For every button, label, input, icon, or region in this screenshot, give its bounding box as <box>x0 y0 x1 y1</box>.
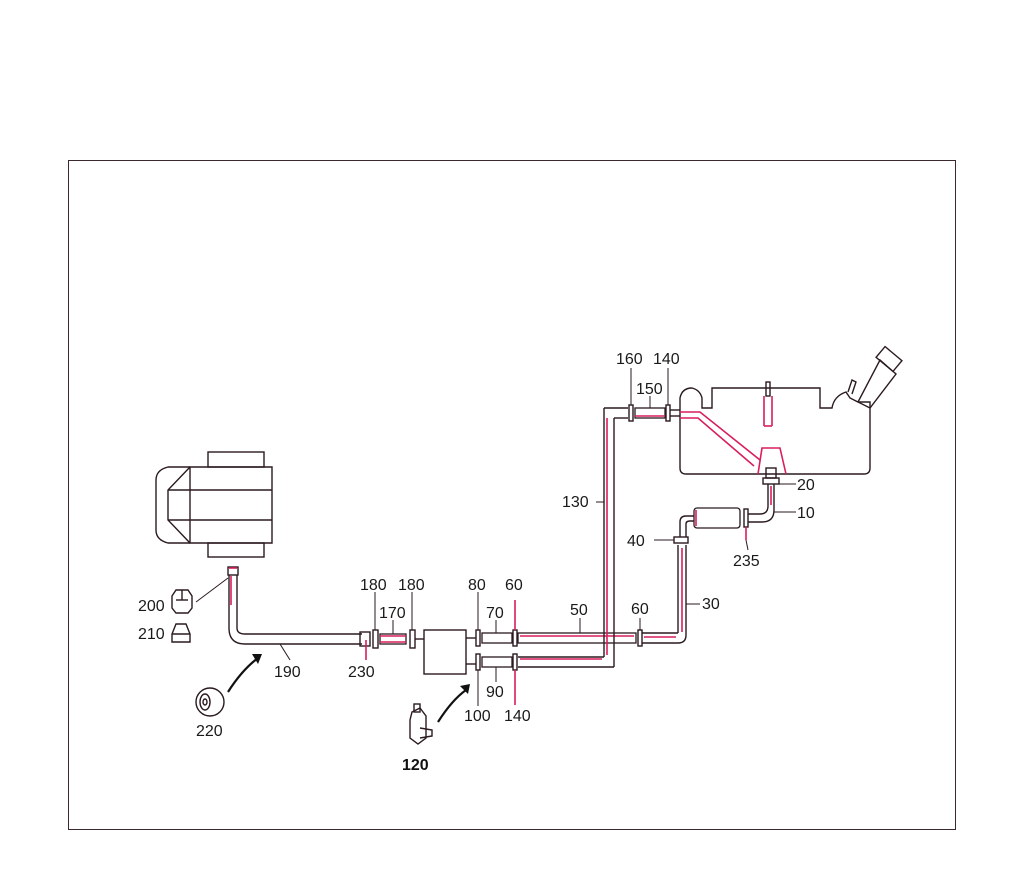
fitting-40 <box>673 515 694 544</box>
label-70: 70 <box>486 605 504 622</box>
leader-lines <box>195 368 796 706</box>
fuel-tank <box>679 345 903 485</box>
label-100: 100 <box>464 708 491 725</box>
ferrule-210 <box>171 623 191 643</box>
label-60-right: 60 <box>631 601 649 618</box>
diagram-frame <box>68 160 956 830</box>
hose-170 <box>372 629 424 649</box>
label-140-top: 140 <box>653 351 680 368</box>
label-30: 30 <box>702 596 720 613</box>
label-10: 10 <box>797 505 815 522</box>
label-190: 190 <box>274 664 301 681</box>
return-line <box>518 407 628 668</box>
nut-200 <box>171 589 193 614</box>
label-140-bottom: 140 <box>504 708 531 725</box>
label-170: 170 <box>379 605 406 622</box>
label-130: 130 <box>562 494 589 511</box>
heater-unit <box>155 451 273 558</box>
label-60-left: 60 <box>505 577 523 594</box>
hose-150 <box>628 404 680 422</box>
label-180-right: 180 <box>398 577 425 594</box>
arrow-to-190 <box>227 654 262 693</box>
hose-70 <box>475 600 518 647</box>
label-200: 200 <box>138 598 165 615</box>
connector-230 <box>359 631 371 660</box>
label-160: 160 <box>616 351 643 368</box>
center-unit <box>423 629 476 675</box>
label-180-left: 180 <box>360 577 387 594</box>
arrow-to-100 <box>437 684 470 723</box>
pipe-50 <box>517 632 637 644</box>
label-150: 150 <box>636 381 663 398</box>
pipe-10 <box>748 484 775 523</box>
pipe-30 <box>637 545 687 647</box>
label-90: 90 <box>486 684 504 701</box>
label-230: 230 <box>348 664 375 681</box>
label-50: 50 <box>570 602 588 619</box>
label-80: 80 <box>468 577 486 594</box>
fuel-pump <box>693 507 749 540</box>
label-210: 210 <box>138 626 165 643</box>
pipe-190 <box>227 566 362 645</box>
label-220: 220 <box>196 723 223 740</box>
label-120: 120 <box>402 757 429 774</box>
grommet-220 <box>195 687 225 717</box>
label-20: 20 <box>797 477 815 494</box>
label-235: 235 <box>733 553 760 570</box>
valve-120 <box>409 703 433 745</box>
label-40: 40 <box>627 533 645 550</box>
